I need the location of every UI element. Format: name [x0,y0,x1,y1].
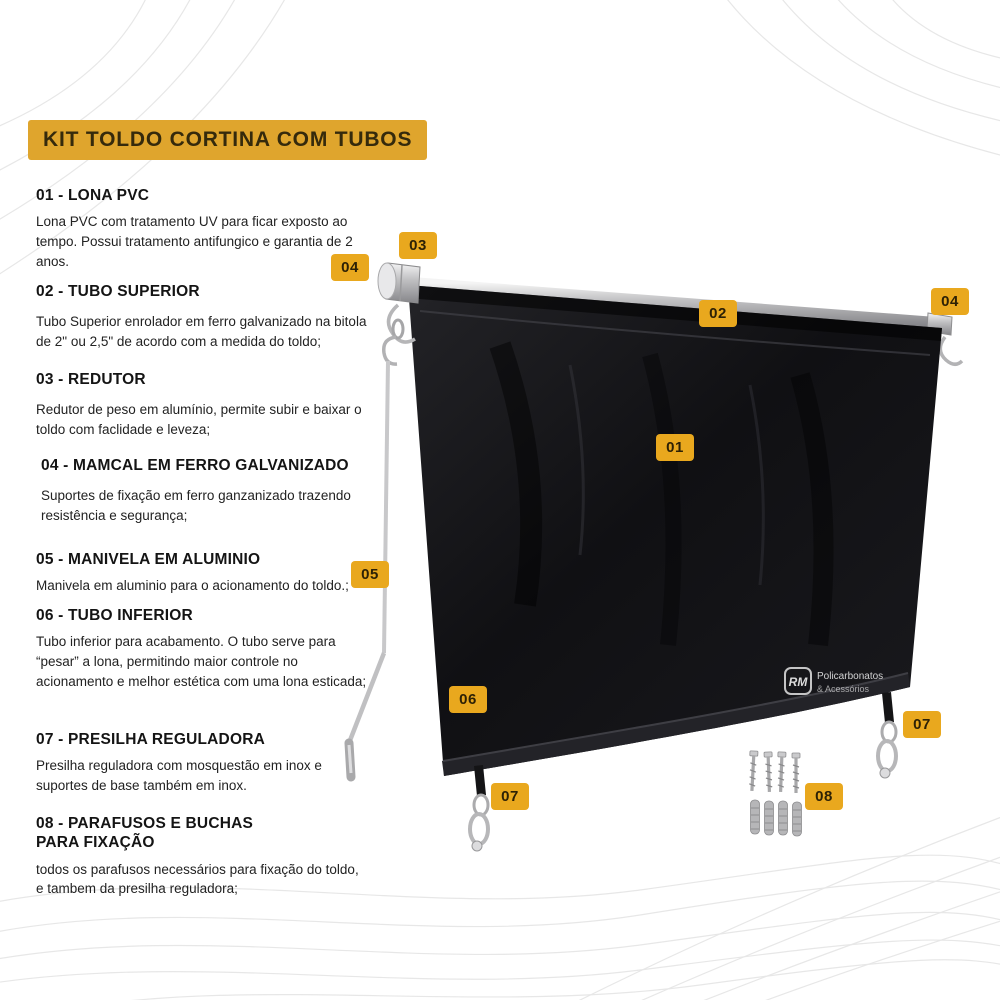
part-badge-05: 05 [351,561,389,588]
section-07-presilha: 07 - PRESILHA REGULADORA Presilha regula… [36,730,368,796]
part-badge-04-left: 04 [331,254,369,281]
section-body: Tubo Superior enrolador em ferro galvani… [36,314,367,349]
section-body: Manivela em aluminio para o acionamento … [36,578,349,594]
section-02-tubo-superior: 02 - TUBO SUPERIOR Tubo Superior enrolad… [36,282,368,352]
watermark: RM Policarbonatos & Acessórios [784,667,883,695]
lona-pvc-illustration [407,285,942,776]
section-03-redutor: 03 - REDUTOR Redutor de peso em alumínio… [36,370,368,440]
section-body: todos os parafusos necessários para fixa… [36,861,359,897]
product-illustration: RM Policarbonatos & Acessórios [344,262,964,852]
tubo-inferior-illustration [442,672,910,776]
part-badge-03: 03 [399,232,437,259]
section-heading: 07 - PRESILHA REGULADORA [36,731,265,748]
watermark-line2: & Acessórios [817,684,870,694]
part-badge-02: 02 [699,300,737,327]
part-badge-07-right: 07 [903,711,941,738]
part-badge-06: 06 [449,686,487,713]
section-body: Tubo inferior para acabamento. O tubo se… [36,634,367,689]
part-badge-07-bottom: 07 [491,783,529,810]
section-heading: 05 - MANIVELA EM ALUMINIO [36,551,261,568]
section-04-mamcal: 04 - MAMCAL EM FERRO GALVANIZADO Suporte… [36,456,368,526]
section-heading: 08 - PARAFUSOS E BUCHAS PARA FIXAÇÃO [36,815,254,852]
part-badge-04-right: 04 [931,288,969,315]
section-heading: 01 - LONA PVC [36,187,150,204]
section-08-parafusos: 08 - PARAFUSOS E BUCHAS PARA FIXAÇÃO tod… [36,814,368,899]
part-badge-08: 08 [805,783,843,810]
redutor-illustration [377,262,421,304]
mamcal-left-illustration [386,303,416,344]
watermark-initials: RM [789,675,809,689]
section-body: Presilha reguladora com mosquestão em in… [36,758,322,793]
manivela-illustration [344,335,398,782]
part-badge-01: 01 [656,434,694,461]
section-05-manivela: 05 - MANIVELA EM ALUMINIO Manivela em al… [36,550,368,596]
page-title: KIT TOLDO CORTINA COM TUBOS [28,120,428,160]
section-heading: 06 - TUBO INFERIOR [36,607,193,624]
section-body: Redutor de peso em alumínio, permite sub… [36,402,362,437]
parafusos-illustration [746,749,803,837]
presilha-left-illustration [468,765,490,852]
section-heading: 02 - TUBO SUPERIOR [36,283,200,300]
section-heading: 04 - MAMCAL EM FERRO GALVANIZADO [41,457,349,474]
tubo-superior-illustration [384,275,950,333]
sections-column: 01 - LONA PVC Lona PVC com tratamento UV… [36,0,381,1000]
presilha-right-illustration [876,692,898,779]
section-01-lona-pvc: 01 - LONA PVC Lona PVC com tratamento UV… [36,186,368,271]
section-body: Lona PVC com tratamento UV para ficar ex… [36,214,353,269]
section-heading: 03 - REDUTOR [36,371,146,388]
watermark-line1: Policarbonatos [817,671,883,682]
section-body: Suportes de fixação em ferro ganzanizado… [41,488,351,523]
section-06-tubo-inferior: 06 - TUBO INFERIOR Tubo inferior para ac… [36,606,368,691]
